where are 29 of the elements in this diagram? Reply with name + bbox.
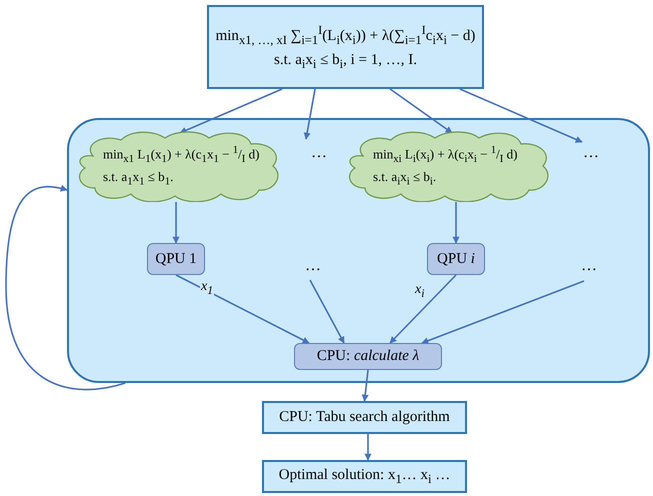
arrow <box>364 434 372 461</box>
arrow <box>176 274 310 344</box>
ellipsis-text: … <box>294 256 334 276</box>
arrow <box>5 185 126 390</box>
arrow <box>452 202 460 244</box>
arrow <box>389 274 457 344</box>
formula-text: min$_{x1}$ L$_{1}$(x$_{1}$) + λ(c$_{1}$x$_{1}$ − $^{1}$/$_{I}$ d) <box>103 144 260 166</box>
formula-text: min$_{xi}$ L$_{i}$(x$_{i}$) + λ(c$_{i}$x$_{i}$ − $^{1}$/$_{I}$ d) <box>373 144 518 166</box>
arrow <box>390 88 453 134</box>
formula-text: min$_{x1, …, xI}$ ∑$_{i=1}$$^{I}$(L$_{i}$(x$_{i}$)) + λ(∑$_{i=1}$$^{I}$c$_{i}$x$_{i}$ − d) <box>216 22 476 48</box>
parallel-panel <box>67 118 650 383</box>
arrow <box>309 280 345 344</box>
arrow <box>179 88 282 134</box>
constraint-text: s.t. a$_{i}$x$_{i}$ ≤ b$_{i}$, i = 1, …, I. <box>274 52 417 72</box>
problem-box <box>207 5 484 89</box>
arrow <box>304 88 316 140</box>
processor-box: QPU 1 <box>147 243 205 275</box>
ellipsis-text: … <box>300 143 340 163</box>
process-box: Optimal solution: x$_{1}$… x$_{i}$ … <box>262 460 467 493</box>
arrow <box>172 202 180 244</box>
arrow <box>421 280 584 344</box>
process-box: CPU: Tabu search algorithm <box>262 401 467 434</box>
arrow <box>460 88 583 143</box>
ellipsis-text: … <box>572 143 612 163</box>
processor-box: CPU: calculate λ <box>294 343 442 370</box>
constraint-text: s.t. a$_{i}$x$_{i}$ ≤ b$_{i}$. <box>373 169 436 188</box>
ellipsis-text: … <box>570 256 610 276</box>
processor-box: QPU i <box>427 243 485 275</box>
constraint-text: s.t. a$_{1}$x$_{1}$ ≤ b$_{1}$. <box>103 169 174 188</box>
